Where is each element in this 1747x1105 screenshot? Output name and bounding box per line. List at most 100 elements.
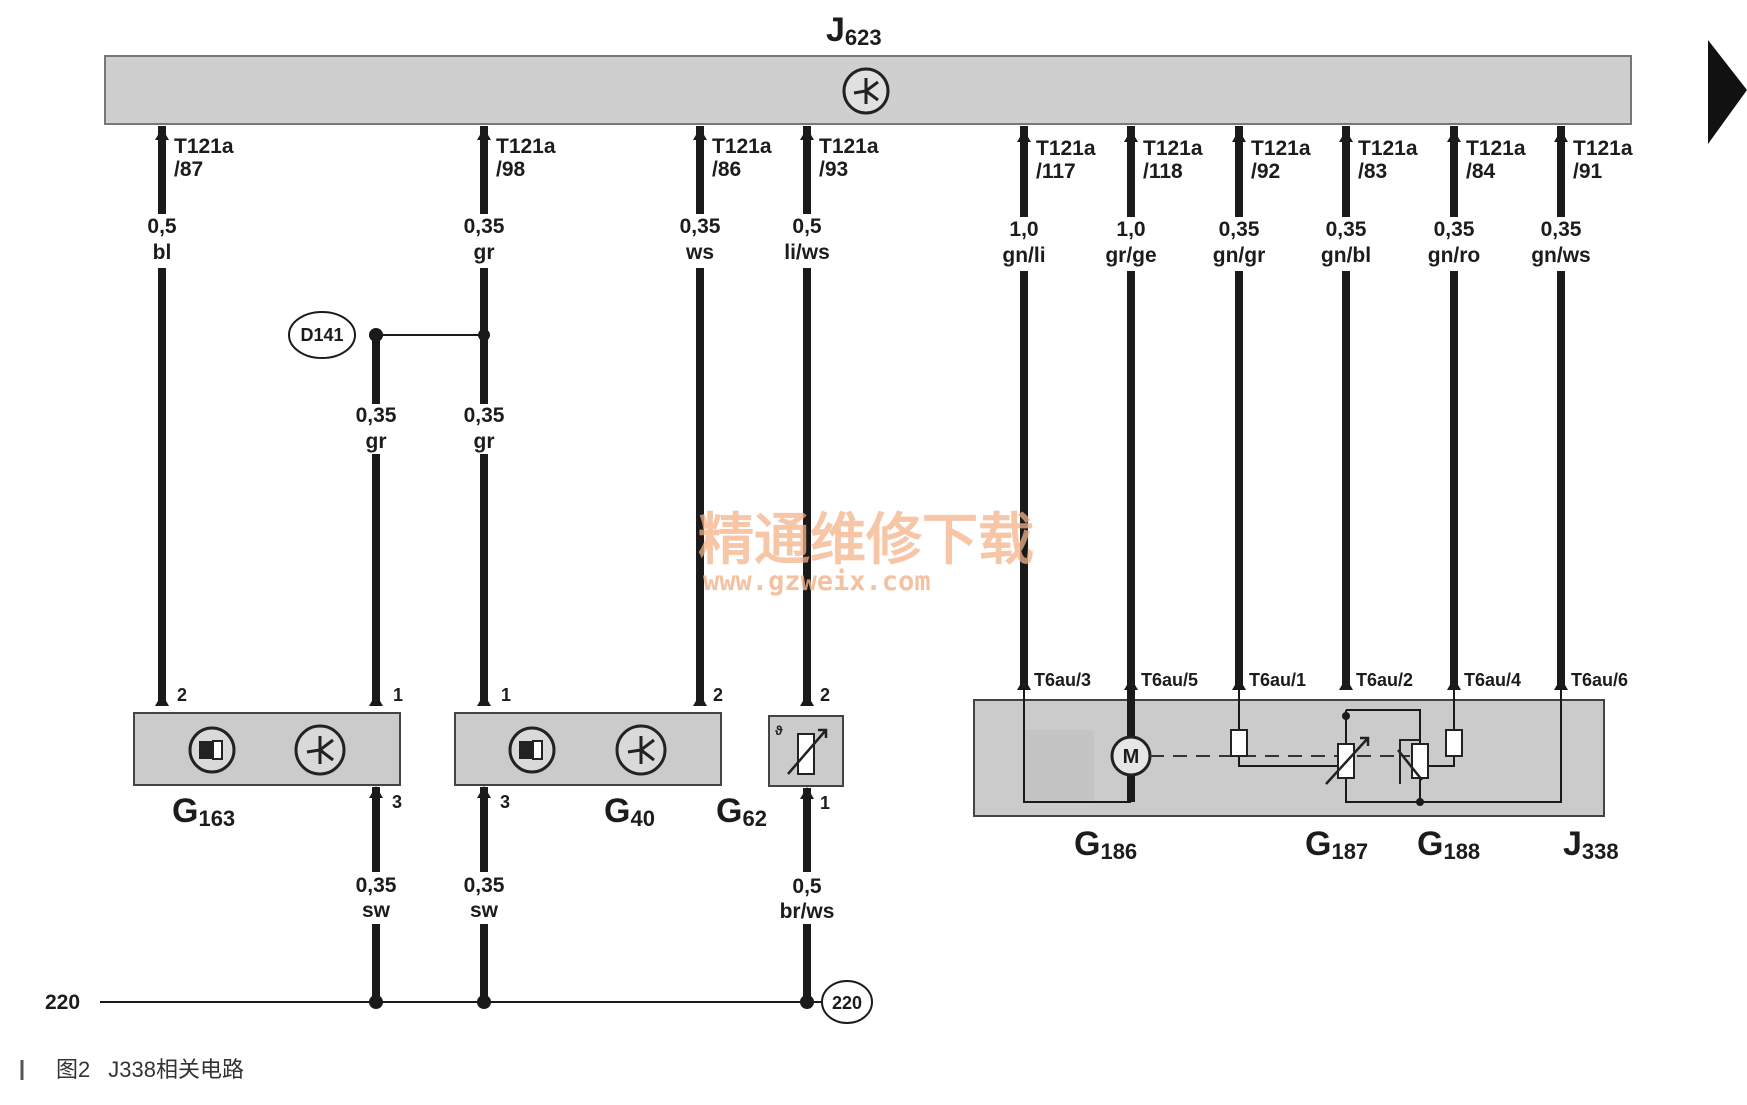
t6au-2-label: T6au/2	[1356, 670, 1413, 690]
g187-potentiometer-icon	[1325, 736, 1370, 785]
g40-label: G40	[604, 792, 655, 831]
g62-label: G62	[716, 792, 767, 831]
ground-bus-label-left: 220	[45, 991, 80, 1014]
continuation-arrow-icon	[1708, 40, 1747, 144]
color-87: bl	[153, 241, 172, 264]
pin-no-117: /117	[1036, 160, 1076, 183]
pin-no-91: /91	[1573, 160, 1603, 183]
pin-label-118: T121a	[1143, 137, 1203, 160]
splice-right-color: gr	[474, 430, 495, 453]
g40-pin-2: 2	[713, 685, 723, 705]
gauge-92: 0,35	[1219, 218, 1260, 241]
splice-left-color: gr	[366, 430, 387, 453]
gauge-117: 1,0	[1009, 218, 1038, 241]
g62-pin-1: 1	[820, 793, 830, 813]
pin-no-84: /84	[1466, 160, 1496, 183]
splice-right-gauge: 0,35	[464, 404, 505, 427]
junction-dot-1	[1342, 712, 1350, 720]
g187-label: G187	[1305, 825, 1368, 864]
j623-label: J623	[826, 11, 882, 50]
g163-pin-1: 1	[393, 685, 403, 705]
wire-spec-labels: 0,5 bl 0,35 gr 0,35 ws 0,5 li/ws 1,0 gn/…	[147, 215, 1590, 267]
junction-dot-2	[1416, 798, 1424, 806]
j623-tachometer-icon	[842, 67, 890, 115]
splice-dot-right	[478, 329, 490, 341]
top-arrow-heads	[155, 128, 1568, 142]
j338-inner-shade	[1024, 730, 1094, 802]
color-118: gr/ge	[1105, 244, 1156, 267]
color-93: li/ws	[784, 241, 830, 264]
g62-thermistor-icon: ϑ	[775, 723, 828, 775]
g40-pin-3: 3	[500, 792, 510, 812]
g163-sensor-icon	[188, 726, 236, 774]
t6au-5-label: T6au/5	[1141, 670, 1198, 690]
g163-pin-2: 2	[177, 685, 187, 705]
t6au-3-label: T6au/3	[1034, 670, 1091, 690]
g163-pin-3: 3	[392, 792, 402, 812]
bottom-arrow-heads	[155, 678, 1568, 706]
g62-ground-color: br/ws	[780, 900, 835, 923]
gauge-84: 0,35	[1434, 218, 1475, 241]
t6au-1-label: T6au/1	[1249, 670, 1306, 690]
svg-text:M: M	[1123, 746, 1140, 768]
g40-ground-gauge: 0,35	[464, 874, 505, 897]
color-98: gr	[474, 241, 495, 264]
g62-pin-2: 2	[820, 685, 830, 705]
gauge-87: 0,5	[147, 215, 177, 238]
g163-component-box	[133, 712, 401, 786]
color-84: gn/ro	[1428, 244, 1481, 267]
g163-label: G163	[172, 792, 235, 831]
gauge-93: 0,5	[792, 215, 822, 238]
g186-motor-icon: M	[1110, 690, 1152, 802]
pin-no-86: /86	[712, 158, 741, 181]
gauge-118: 1,0	[1116, 218, 1145, 241]
pin-label-92: T121a	[1251, 137, 1311, 160]
color-117: gn/li	[1002, 244, 1045, 267]
t6au-4-label: T6au/4	[1464, 670, 1521, 690]
pin-no-118: /118	[1143, 160, 1183, 183]
pin-no-87: /87	[174, 158, 203, 181]
color-92: gn/gr	[1213, 244, 1266, 267]
g40-component-box	[454, 712, 722, 786]
g62-ground-gauge: 0,5	[792, 875, 822, 898]
ground-bus-label-right: 220	[832, 993, 862, 1013]
g40-pin-1: 1	[501, 685, 511, 705]
pin-no-93: /93	[819, 158, 848, 181]
g163-tachometer-icon	[294, 724, 346, 776]
pin-label-117: T121a	[1036, 137, 1096, 160]
svg-text:ϑ: ϑ	[775, 723, 783, 738]
pin-labels: T121a /87 T121a /98 T121a /86 T121a /93 …	[174, 135, 1633, 183]
j338-label: J338	[1563, 825, 1619, 864]
g40-tachometer-icon	[615, 724, 667, 776]
gauge-91: 0,35	[1541, 218, 1582, 241]
bottom-pin-arrow-heads	[369, 786, 814, 799]
pin-label-91: T121a	[1573, 137, 1633, 160]
gauge-83: 0,35	[1326, 218, 1367, 241]
g40-sensor-icon	[508, 726, 556, 774]
pin-label-84: T121a	[1466, 137, 1526, 160]
pin-label-86: T121a	[712, 135, 772, 158]
splice-left-gauge: 0,35	[356, 404, 397, 427]
watermark-url: www.gzweix.com	[703, 566, 931, 597]
bottom-wires	[372, 787, 811, 1002]
gauge-98: 0,35	[464, 215, 505, 238]
ground-connector-220-icon	[821, 980, 873, 1024]
pin-label-98: T121a	[496, 135, 556, 158]
resistor-icon-2	[1445, 729, 1463, 757]
g40-ground-color: sw	[470, 899, 499, 922]
resistor-icon-1	[1230, 729, 1248, 757]
watermark-title: 精通维修下载	[698, 507, 1034, 573]
pin-label-93: T121a	[819, 135, 879, 158]
g186-label: G186	[1074, 825, 1137, 864]
pin-label-87: T121a	[174, 135, 234, 158]
g188-potentiometer-icon	[1397, 739, 1429, 784]
t6au-6-label: T6au/6	[1571, 670, 1628, 690]
pin-label-83: T121a	[1358, 137, 1418, 160]
ground-dot-g40	[477, 995, 491, 1009]
g188-label: G188	[1417, 825, 1480, 864]
d141-label: D141	[300, 325, 343, 345]
ground-dot-g163	[369, 995, 383, 1009]
pin-no-98: /98	[496, 158, 526, 181]
